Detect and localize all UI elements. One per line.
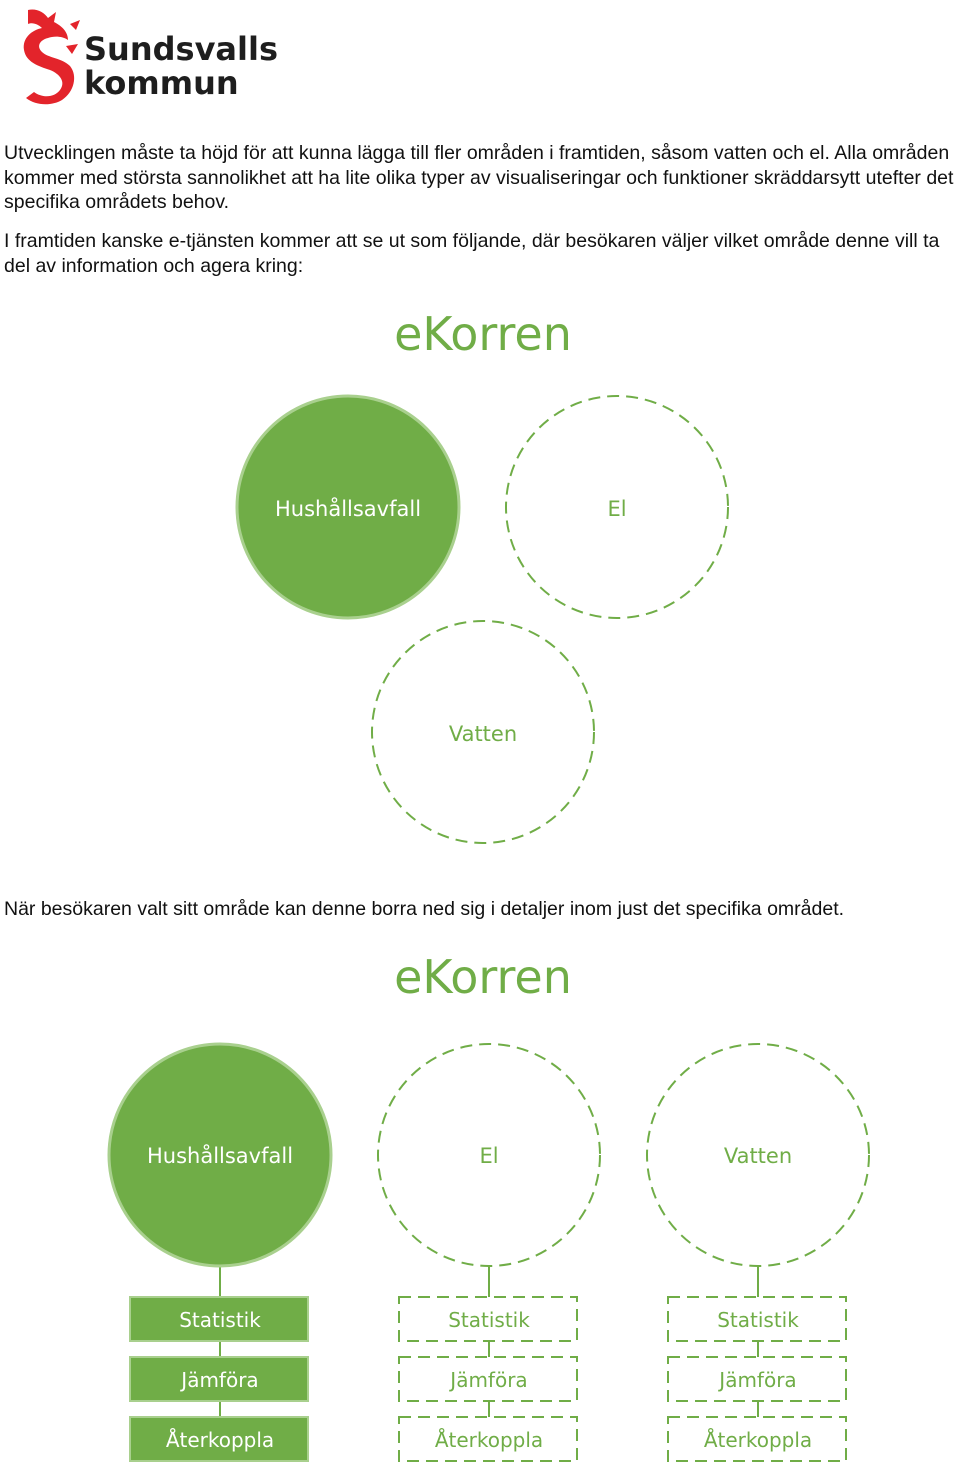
intro-paragraph: Utvecklingen måste ta höjd för att kunna… [4,142,954,213]
area-circle-hushallsavfall[interactable]: Hushållsavfall [107,1042,333,1268]
area-column-hushallsavfall: Hushållsavfall Statistik Jämföra Återkop… [107,1042,333,1462]
sub-item-aterkoppla[interactable]: Återkoppla [667,1416,847,1462]
area-circle-vatten[interactable]: Vatten [371,620,595,844]
sub-item-label: Jämföra [717,1368,796,1392]
area-circle-el[interactable]: El [377,1043,601,1267]
area-label-hushallsavfall: Hushållsavfall [147,1143,293,1168]
area-label-hushallsavfall: Hushållsavfall [275,496,421,521]
logo-line1: Sundsvalls [84,30,278,68]
sub-item-statistik[interactable]: Statistik [667,1296,847,1342]
sub-item-aterkoppla[interactable]: Återkoppla [398,1416,578,1462]
sub-item-statistik[interactable]: Statistik [129,1296,309,1342]
red-dragon-s-emblem-icon [23,9,80,105]
area-column-el: El Statistik Jämföra Återkoppla [377,1043,601,1462]
area-label-el: El [607,497,626,521]
sub-item-jamfora[interactable]: Jämföra [667,1356,847,1402]
sub-item-statistik[interactable]: Statistik [398,1296,578,1342]
future-paragraph: I framtiden kanske e-tjänsten kommer att… [4,230,940,277]
diagram1-title: eKorren [394,307,572,361]
sub-item-label: Återkoppla [166,1428,274,1452]
sub-item-label: Jämföra [179,1368,258,1392]
sub-item-aterkoppla[interactable]: Återkoppla [129,1416,309,1462]
detail-paragraph: När besökaren valt sitt område kan denne… [4,898,845,920]
area-label-vatten: Vatten [724,1144,792,1168]
area-selection-diagram: eKorren Hushållsavfall El Vatten [235,307,729,844]
sundsvalls-kommun-logo: Sundsvalls kommun [23,9,278,105]
sub-item-label: Statistik [448,1308,530,1332]
sub-item-jamfora[interactable]: Jämföra [129,1356,309,1402]
sub-item-jamfora[interactable]: Jämföra [398,1356,578,1402]
sub-item-label: Återkoppla [704,1428,812,1452]
area-circle-vatten[interactable]: Vatten [646,1043,870,1267]
area-detail-diagram: eKorren Hushållsavfall Statistik Jämföra… [107,950,870,1462]
logo-line2: kommun [84,64,239,102]
area-label-el: El [479,1144,498,1168]
area-circle-hushallsavfall[interactable]: Hushållsavfall [235,394,461,620]
sub-item-label: Statistik [717,1308,799,1332]
area-label-vatten: Vatten [449,722,517,746]
area-column-vatten: Vatten Statistik Jämföra Återkoppla [646,1043,870,1462]
sub-item-label: Statistik [179,1308,261,1332]
area-circle-el[interactable]: El [505,395,729,619]
sub-item-label: Jämföra [448,1368,527,1392]
sub-item-label: Återkoppla [435,1428,543,1452]
diagram2-title: eKorren [394,950,572,1004]
